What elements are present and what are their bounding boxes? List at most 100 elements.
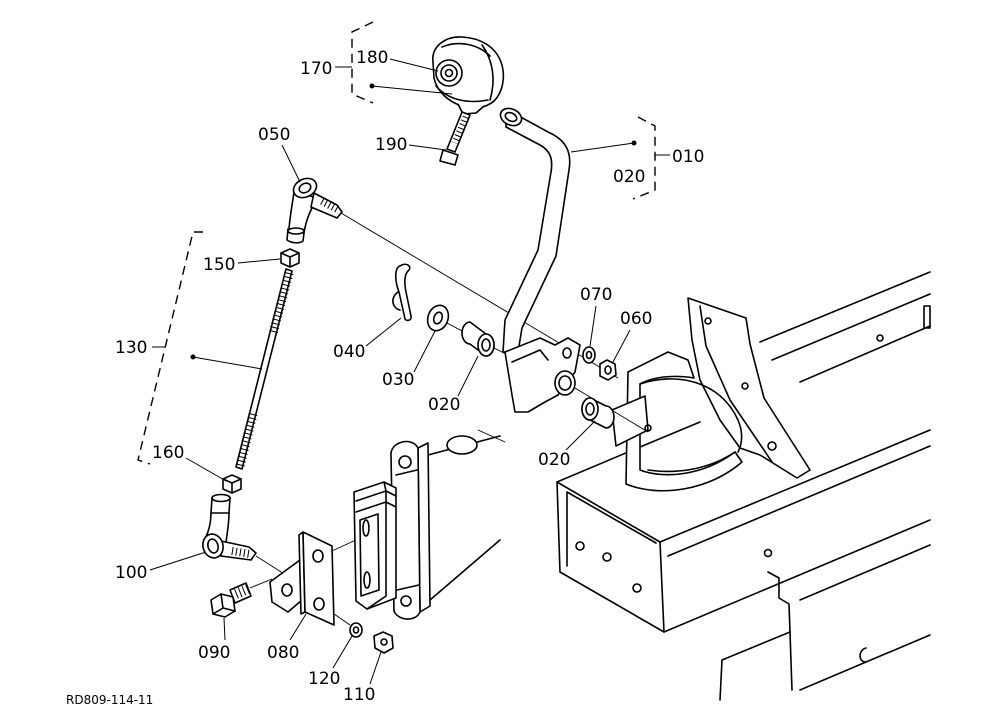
washer-bottom: [349, 622, 363, 638]
frame-lower-step: [767, 571, 793, 691]
rod-end-upper-neck-top: [287, 227, 305, 235]
cotter-pin: [392, 263, 412, 322]
bracket-edge: [477, 429, 506, 443]
washer-bottom-hole: [352, 626, 360, 634]
lever-tube-bore: [504, 111, 518, 123]
rod-end-lower: [202, 493, 257, 561]
threaded-rod: [235, 268, 294, 470]
callout-020-lower: 020: [538, 450, 570, 470]
leader-040: [365, 317, 402, 347]
leader-090: [223, 617, 226, 641]
lever-pivot-boss: [554, 370, 576, 396]
rubber-mount-slot: [362, 519, 370, 537]
plate-hole: [312, 549, 324, 563]
shift-lever: [499, 107, 581, 413]
leader-130-part: [192, 356, 263, 370]
bushing-upper-bore: [481, 338, 491, 352]
nut-right-hex: [599, 359, 617, 381]
leader-020-lever: [570, 142, 635, 153]
locknut-upper: [280, 248, 300, 268]
cotter-pin-wire: [394, 263, 412, 322]
frame-gusset-plate: [687, 297, 811, 479]
callout-190: 190: [375, 135, 407, 155]
callout-070: 070: [580, 285, 612, 305]
rod-end-upper-stud: [310, 192, 343, 219]
leader-120: [332, 635, 353, 669]
nut-bottom-bore: [380, 638, 388, 646]
rod-end-lower-ball: [207, 538, 219, 554]
mounting-bracket: [390, 429, 506, 620]
link-tab-hole: [281, 583, 293, 597]
nut-right-bore: [604, 365, 612, 375]
callout-080: 080: [267, 643, 299, 663]
frame-hole: [763, 548, 773, 558]
screw-thread: [451, 115, 470, 145]
frame-pin: [644, 424, 652, 432]
washer-left-hole: [432, 311, 444, 325]
bracket-rib: [395, 469, 420, 591]
threaded-rod-body: [235, 268, 293, 470]
rod-end-upper-socket: [292, 177, 318, 199]
leader-190: [408, 144, 447, 151]
bracket-hole: [398, 455, 412, 469]
frame-saddle-lower: [647, 451, 736, 473]
leader-030: [413, 330, 436, 373]
callout-labels: 170 180 190 050 010 020 150 070 060 040 …: [115, 48, 704, 705]
frame-hole: [602, 552, 612, 562]
bushing-upper: [461, 321, 495, 357]
leader-020-upper: [457, 355, 479, 397]
plate: [298, 531, 335, 626]
callout-120: 120: [308, 669, 340, 689]
leader-110: [369, 651, 382, 685]
bushing-lower-bore: [585, 402, 595, 416]
locknut-lower: [222, 474, 242, 494]
locknut-upper-edge: [280, 252, 300, 268]
frame-lower-plate: [719, 631, 791, 701]
knob-nut-ring: [440, 64, 458, 82]
callout-100: 100: [115, 563, 147, 583]
bolt-axis: [249, 578, 273, 589]
frame-hole: [632, 583, 642, 593]
leader-170-part: [371, 85, 453, 95]
nut-bottom-hex: [373, 631, 394, 654]
leader-080: [289, 613, 307, 641]
knob-nut: [435, 59, 463, 87]
plate-face: [302, 531, 335, 626]
group-bracket-rod: [137, 231, 203, 465]
rod-end-lower-socket: [202, 533, 224, 559]
bracket-disc: [446, 435, 478, 455]
washer-right-outer: [582, 346, 596, 364]
callout-020-lever: 020: [613, 167, 645, 187]
callout-010: 010: [672, 147, 704, 167]
frame-slot: [923, 305, 931, 329]
locknut-lower-edge: [222, 478, 242, 494]
leader-150: [237, 258, 281, 264]
knob-screw: [439, 111, 471, 166]
frame-gusset-hole: [704, 317, 712, 325]
leader-070: [589, 305, 597, 347]
bushing-lower-face: [581, 397, 599, 421]
washer-bottom-outer: [349, 622, 363, 638]
bracket-hole: [400, 595, 412, 607]
frame-end-lip: [566, 491, 657, 567]
knob-body: [432, 36, 505, 109]
frame-beam-top-back: [639, 325, 931, 448]
knob-nut-center: [444, 68, 454, 78]
frame-upper-rail: [759, 271, 931, 361]
bolt: [210, 582, 252, 618]
knob-collar: [457, 103, 485, 115]
rod-end-upper-thread: [320, 197, 339, 213]
bolt-head-edge: [212, 593, 236, 615]
callout-160: 160: [152, 443, 184, 463]
frame-beam-bottom: [663, 519, 931, 633]
callout-050: 050: [258, 125, 290, 145]
callout-170: 170: [300, 59, 332, 79]
threaded-rod-thread-upper: [268, 271, 294, 336]
nut-right: [599, 359, 617, 381]
frame-gusset-hole: [741, 382, 749, 390]
callout-110: 110: [343, 685, 375, 705]
leader-160: [185, 457, 227, 482]
washer-right: [582, 346, 596, 364]
